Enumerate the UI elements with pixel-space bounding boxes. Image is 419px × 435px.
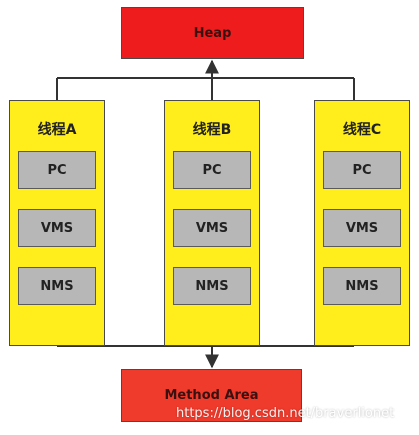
register-label: PC: [202, 162, 222, 178]
thread-a-nms-register: NMS: [18, 267, 96, 305]
register-label: NMS: [195, 278, 229, 294]
thread-a-vms-register: VMS: [18, 209, 96, 247]
thread-c-box: 线程C PC VMS NMS: [314, 100, 410, 346]
register-label: VMS: [40, 220, 74, 236]
thread-b-vms-register: VMS: [173, 209, 251, 247]
thread-c-nms-register: NMS: [323, 267, 401, 305]
register-label: VMS: [195, 220, 229, 236]
register-label: PC: [352, 162, 372, 178]
heap-box: Heap: [121, 7, 304, 59]
thread-c-vms-register: VMS: [323, 209, 401, 247]
heap-label: Heap: [193, 25, 232, 41]
thread-b-pc-register: PC: [173, 151, 251, 189]
thread-b-title: 线程B: [192, 122, 232, 138]
thread-a-box: 线程A PC VMS NMS: [9, 100, 105, 346]
register-label: NMS: [345, 278, 379, 294]
method-area-label: Method Area: [164, 388, 259, 403]
thread-b-nms-register: NMS: [173, 267, 251, 305]
method-area-box: Method Area: [121, 369, 302, 422]
register-label: VMS: [345, 220, 379, 236]
register-label: PC: [47, 162, 67, 178]
register-label: NMS: [40, 278, 74, 294]
thread-c-pc-register: PC: [323, 151, 401, 189]
thread-b-box: 线程B PC VMS NMS: [164, 100, 260, 346]
thread-a-pc-register: PC: [18, 151, 96, 189]
watermark-text: https://blog.csdn.net/braverlionet: [176, 406, 395, 421]
thread-a-title: 线程A: [37, 122, 77, 138]
thread-c-title: 线程C: [342, 122, 382, 138]
